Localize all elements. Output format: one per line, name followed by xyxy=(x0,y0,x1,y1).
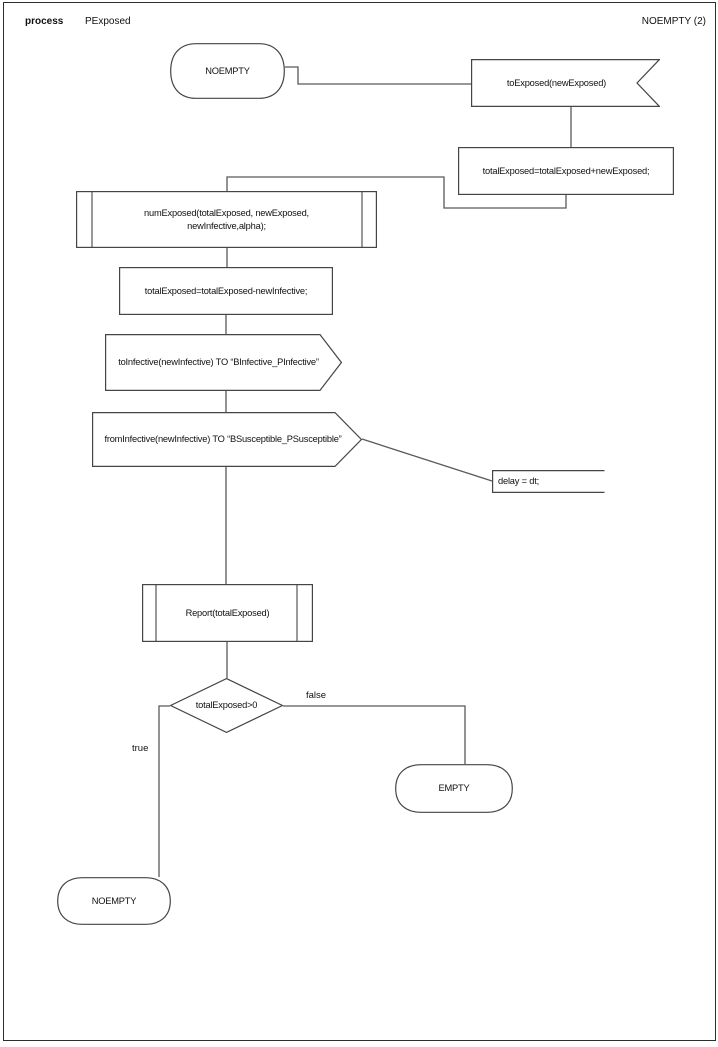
decision-label: totalExposed>0 xyxy=(195,700,258,710)
decision-symbol xyxy=(170,678,283,733)
connector-start-to-input xyxy=(285,66,471,85)
false-branch-label: false xyxy=(306,690,327,701)
task-symbol xyxy=(458,147,674,195)
procedure-label: Report(totalExposed) xyxy=(185,607,270,618)
task-subtract-infective: totalExposed=totalExposed-newInfective; xyxy=(119,267,333,315)
comment-symbol xyxy=(492,470,605,493)
output-signal-symbol xyxy=(92,412,362,467)
state-label: EMPTY xyxy=(438,783,470,793)
header-page-ref: NOEMPTY (2) xyxy=(641,16,706,27)
procedure-symbol xyxy=(76,191,377,248)
state-symbol xyxy=(395,764,513,813)
state-label: NOEMPTY xyxy=(205,65,250,76)
input-signal-symbol xyxy=(471,59,660,107)
procedure-symbol xyxy=(142,584,313,642)
state-empty: EMPTY xyxy=(395,764,513,813)
procedure-label: numExposed(totalExposed, newExposed, new… xyxy=(144,207,309,231)
header-process-name: PExposed xyxy=(85,16,131,27)
procedure-report: Report(totalExposed) xyxy=(142,584,313,642)
state-symbol xyxy=(170,43,285,99)
output-label: toInfective(newInfective) TO “BInfective… xyxy=(118,357,319,367)
procedure-numexposed: numExposed(totalExposed, newExposed, new… xyxy=(76,191,377,248)
task-label: totalExposed=totalExposed+newExposed; xyxy=(482,165,650,176)
output-frominfective: fromInfective(newInfective) TO “BSuscept… xyxy=(92,412,362,467)
state-label: NOEMPTY xyxy=(91,895,137,906)
task-label: totalExposed=totalExposed-newInfective; xyxy=(144,285,308,296)
connector-true-branch xyxy=(158,705,170,877)
state-symbol xyxy=(57,877,171,925)
input-label: toExposed(newExposed) xyxy=(506,77,607,88)
task-symbol xyxy=(119,267,333,315)
connector-task-add-to-proc xyxy=(226,176,567,209)
output-toinfective: toInfective(newInfective) TO “BInfective… xyxy=(105,334,342,391)
true-branch-label: true xyxy=(132,743,149,754)
state-noempty-start: NOEMPTY xyxy=(170,43,285,99)
connector-output2-to-comment xyxy=(361,438,493,482)
state-noempty-end: NOEMPTY xyxy=(57,877,171,925)
comment-label: delay = dt; xyxy=(498,476,539,486)
output-signal-symbol xyxy=(105,334,342,391)
decision-totalexposed: totalExposed>0 xyxy=(170,678,283,733)
comment-delay: delay = dt; xyxy=(492,470,605,493)
header-kind-label: process xyxy=(25,16,64,27)
connector-false-branch xyxy=(283,705,466,764)
output-label: fromInfective(newInfective) TO “BSuscept… xyxy=(104,434,342,444)
task-add-exposed: totalExposed=totalExposed+newExposed; xyxy=(458,147,674,195)
input-toexposed: toExposed(newExposed) xyxy=(471,59,660,107)
